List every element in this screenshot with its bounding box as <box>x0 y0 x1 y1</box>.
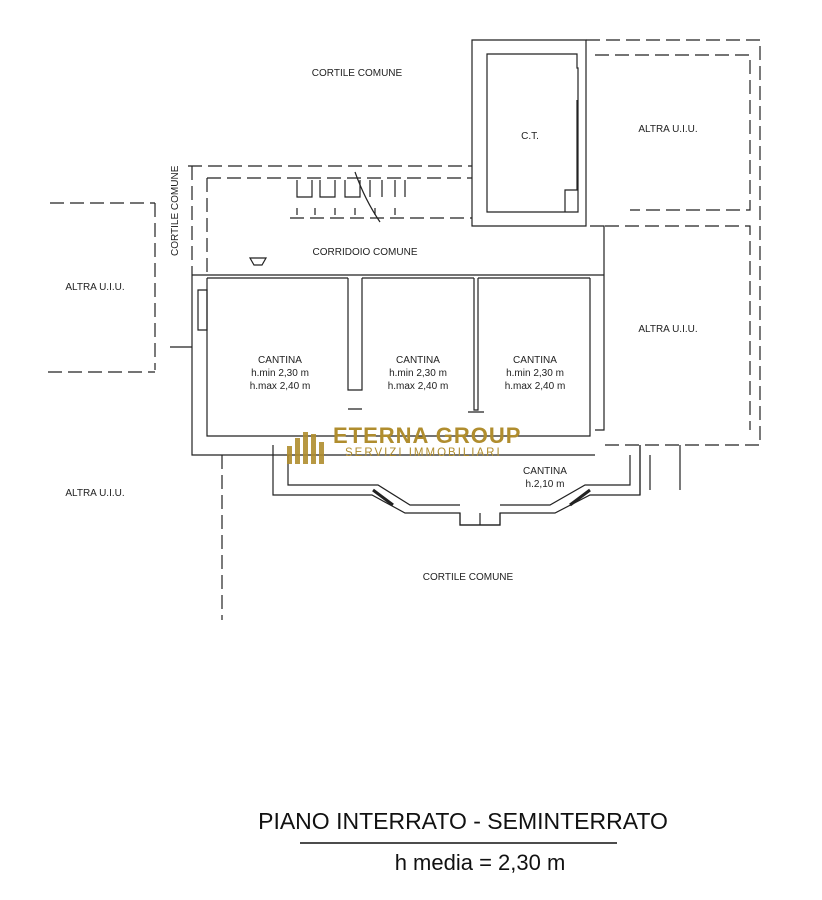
watermark-logo: ETERNA GROUP SERVIZI IMMOBILIARI <box>333 425 521 460</box>
plan-subtitle: h media = 2,30 m <box>394 850 566 875</box>
label-altra-mid-right: ALTRA U.I.U. <box>638 324 698 335</box>
upper-band-outline <box>188 165 472 275</box>
room-hmin: h.min 2,30 m <box>389 368 447 379</box>
cantine-walls <box>191 225 605 456</box>
room-cantina-3: CANTINA h.min 2,30 m h.max 2,40 m <box>505 354 566 393</box>
room-name: CANTINA <box>523 466 567 477</box>
ct-room-walls <box>471 39 587 227</box>
label-corridoio: CORRIDOIO COMUNE <box>312 247 418 258</box>
storage-stalls <box>296 171 406 223</box>
room-name: CANTINA <box>396 355 440 366</box>
room-hmin: h.min 2,30 m <box>506 368 564 379</box>
room-hmax: h.max 2,40 m <box>249 381 311 392</box>
label-altra-left: ALTRA U.I.U. <box>65 282 125 293</box>
watermark-brand: ETERNA GROUP <box>333 423 522 448</box>
left-altra-uiu-outline <box>48 202 223 620</box>
plan-title: PIANO INTERRATO - SEMINTERRATO <box>258 808 668 834</box>
room-hmin: h.min 2,30 m <box>251 368 309 379</box>
room-cantina-1: CANTINA h.min 2,30 m h.max 2,40 m <box>250 354 311 393</box>
room-height: h.2,10 m <box>525 479 565 490</box>
label-cortile-bottom: CORTILE COMUNE <box>422 572 514 583</box>
label-altra-bottom-left: ALTRA U.I.U. <box>65 488 125 499</box>
watermark-tagline: SERVIZI IMMOBILIARI <box>345 447 502 459</box>
altra-uiu-upper-outline <box>586 39 761 446</box>
room-cantina-2: CANTINA h.min 2,30 m h.max 2,40 m <box>388 354 449 393</box>
room-cantina-bottom: CANTINA h.2,10 m <box>523 465 567 491</box>
label-cortile-left: CORTILE COMUNE <box>170 165 181 256</box>
label-ct: C.T. <box>521 131 539 142</box>
room-name: CANTINA <box>258 355 302 366</box>
label-cortile-top: CORTILE COMUNE <box>311 68 403 79</box>
label-altra-top-right: ALTRA U.I.U. <box>638 124 698 135</box>
room-hmax: h.max 2,40 m <box>504 381 566 392</box>
room-hmax: h.max 2,40 m <box>387 381 449 392</box>
bottom-cantina-walls <box>272 445 681 526</box>
room-name: CANTINA <box>513 355 557 366</box>
watermark-building-icon <box>287 432 324 464</box>
